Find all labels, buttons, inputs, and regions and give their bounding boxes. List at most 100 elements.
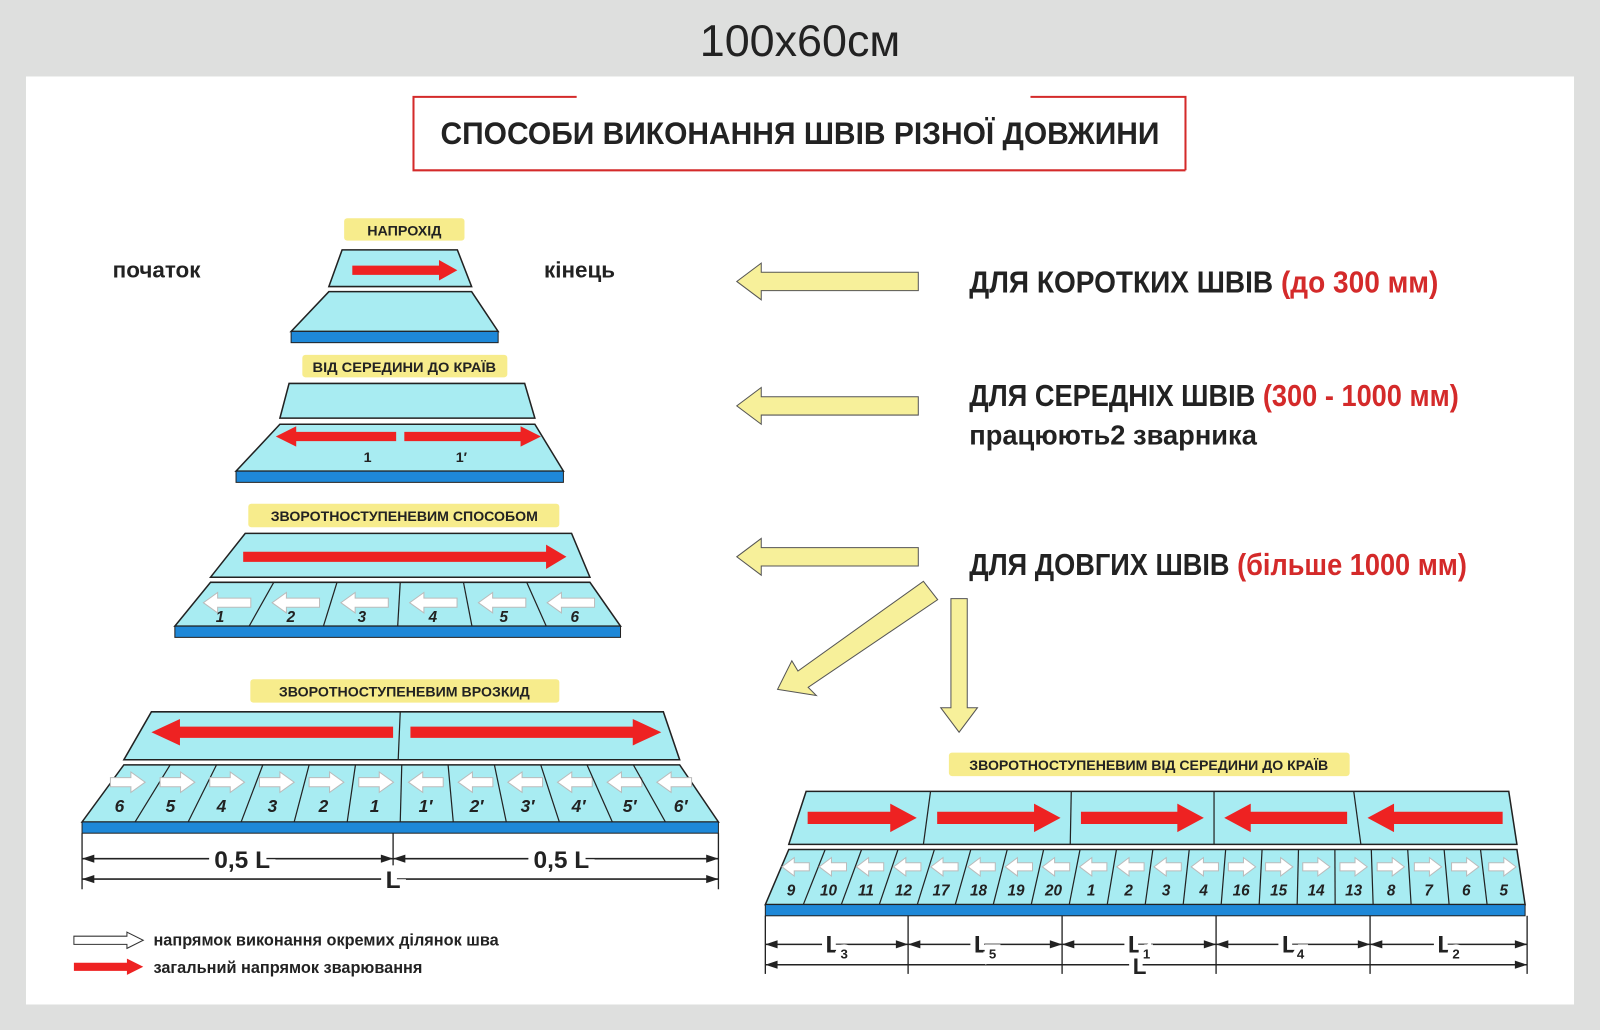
segment-divider <box>878 849 899 905</box>
weld-direction-arrow <box>807 803 917 833</box>
segment-direction-arrow <box>1004 856 1033 878</box>
plate-upper <box>278 382 536 419</box>
method-label-center-out: ВІД СЕРЕДИНИ ДО КРАЇВ <box>302 354 508 378</box>
pointer-arrow-down-icon <box>939 598 979 734</box>
section-divider <box>1069 791 1072 845</box>
plate-upper <box>122 711 681 761</box>
segment-direction-arrow <box>1115 856 1145 878</box>
legend-red-arrow-icon <box>73 958 144 975</box>
segment-divider <box>1258 849 1263 905</box>
segment-label: 15 <box>1270 882 1287 899</box>
segment-label: 4 <box>428 609 438 626</box>
segment-direction-arrow <box>556 770 593 794</box>
plate-edge <box>81 821 719 834</box>
category-short: ДЛЯ КОРОТКИХ ШВІВ (до 300 мм) <box>969 266 1438 300</box>
weld-direction-arrow <box>1224 803 1348 833</box>
dimension-arrowhead <box>765 940 778 949</box>
segment-divider <box>586 764 613 823</box>
dimension-arrowhead <box>1370 940 1383 949</box>
dimension-arrowhead <box>82 874 95 884</box>
pointer-arrow-icon <box>735 537 919 577</box>
segment-direction-arrow <box>1265 856 1294 878</box>
segment-divider <box>1407 849 1412 905</box>
segment-divider <box>240 764 264 823</box>
dimension-arrowhead <box>706 874 719 884</box>
segment-direction-arrow <box>546 591 596 614</box>
legend-white-arrow-text: напрямок виконання окремих ділянок шва <box>153 931 499 949</box>
dimension-arrowhead <box>706 854 719 863</box>
dimension-arrowhead <box>1514 960 1528 969</box>
segment-direction-arrow <box>1376 856 1406 878</box>
pointer-arrow-icon <box>735 262 919 301</box>
dimension-arrowhead <box>1049 940 1063 949</box>
method-label-back-step: ЗВОРОТНОСТУПЕНЕВИМ СПОСОБОМ <box>248 503 560 528</box>
segment-label: 3 <box>268 796 278 816</box>
segment-label: 19 <box>1008 882 1025 899</box>
weld-direction-arrow <box>1367 803 1503 833</box>
segment-divider <box>1370 849 1374 905</box>
segment-label: 4 <box>1198 882 1208 899</box>
segment-label: 1 <box>216 609 224 626</box>
segment-label: 3 <box>1162 882 1171 899</box>
segment-label: 6′ <box>674 796 689 816</box>
segment-label: 12 <box>895 882 912 899</box>
segment-label: 6 <box>1462 882 1471 899</box>
segment-direction-arrow <box>506 770 544 794</box>
segment-direction-arrow <box>655 770 693 794</box>
segment-direction-arrow <box>209 770 246 794</box>
segment-direction-arrow <box>1302 856 1331 878</box>
segment-label: 4′ <box>571 796 587 816</box>
svg-text:НАПРОХІД: НАПРОХІД <box>367 224 441 240</box>
segment-direction-arrow <box>818 856 848 878</box>
dimension-arrowhead <box>765 960 778 969</box>
segment-direction-arrow <box>929 856 959 878</box>
segment-direction-arrow <box>358 770 395 794</box>
segment-label: 7 <box>1424 882 1434 899</box>
end-label: кінець <box>544 257 615 282</box>
pointer-arrow-icon <box>735 386 919 426</box>
dimension-arrowhead <box>393 854 406 863</box>
dimension-arrowhead <box>895 940 909 949</box>
dimension-arrowhead <box>1203 940 1217 949</box>
method-label-through: НАПРОХІД <box>344 218 465 241</box>
dimension-arrowhead <box>1216 940 1229 949</box>
segment-label: 3 <box>358 609 367 626</box>
svg-text:ЗВОРОТНОСТУПЕНЕВИМ ВРОЗКИД: ЗВОРОТНОСТУПЕНЕВИМ ВРОЗКИД <box>279 685 530 701</box>
legend-white-arrow-icon <box>73 931 145 950</box>
segment-divider <box>1443 849 1450 905</box>
dim-half-right: 0,5 L <box>533 847 589 874</box>
start-label: початок <box>113 257 202 282</box>
dimension-arrowhead <box>82 854 95 863</box>
segment-direction-arrow <box>781 856 810 878</box>
segment-label: 20 <box>1044 882 1062 899</box>
plate-edge <box>235 470 564 483</box>
svg-text:ЗВОРОТНОСТУПЕНЕВИМ ВІД СЕРЕДИН: ЗВОРОТНОСТУПЕНЕВИМ ВІД СЕРЕДИНИ ДО КРАЇВ <box>969 757 1328 774</box>
segment-divider <box>293 764 310 823</box>
dim-total-right: L <box>1133 954 1147 979</box>
segment-divider <box>187 764 218 823</box>
segment-direction-arrow <box>1190 856 1219 878</box>
segment-direction-arrow <box>457 770 494 794</box>
segment-divider <box>399 764 403 822</box>
dimension-arrowhead <box>1062 940 1075 949</box>
segment-direction-arrow <box>407 770 444 794</box>
weld-direction-arrow <box>352 260 458 281</box>
segment-direction-arrow <box>1153 856 1182 878</box>
segment-divider <box>526 582 547 627</box>
weld-direction-arrow <box>1080 803 1204 833</box>
segment-direction-arrow <box>1041 856 1071 878</box>
segment-divider <box>248 582 275 627</box>
segment-divider <box>632 764 666 823</box>
legend: напрямок виконання окремих ділянок шва з… <box>153 931 499 977</box>
segment-label: 10 <box>820 882 837 899</box>
segment-direction-arrow <box>271 591 321 614</box>
segment-divider <box>397 582 401 627</box>
segment-label: 5 <box>166 796 176 816</box>
segment-direction-arrow <box>308 770 345 794</box>
segment-direction-arrow <box>1227 856 1257 878</box>
section-divider <box>397 711 401 760</box>
segment-direction-arrow <box>339 591 389 614</box>
section-divider <box>1353 791 1362 845</box>
dimension-arrowhead <box>1357 940 1371 949</box>
